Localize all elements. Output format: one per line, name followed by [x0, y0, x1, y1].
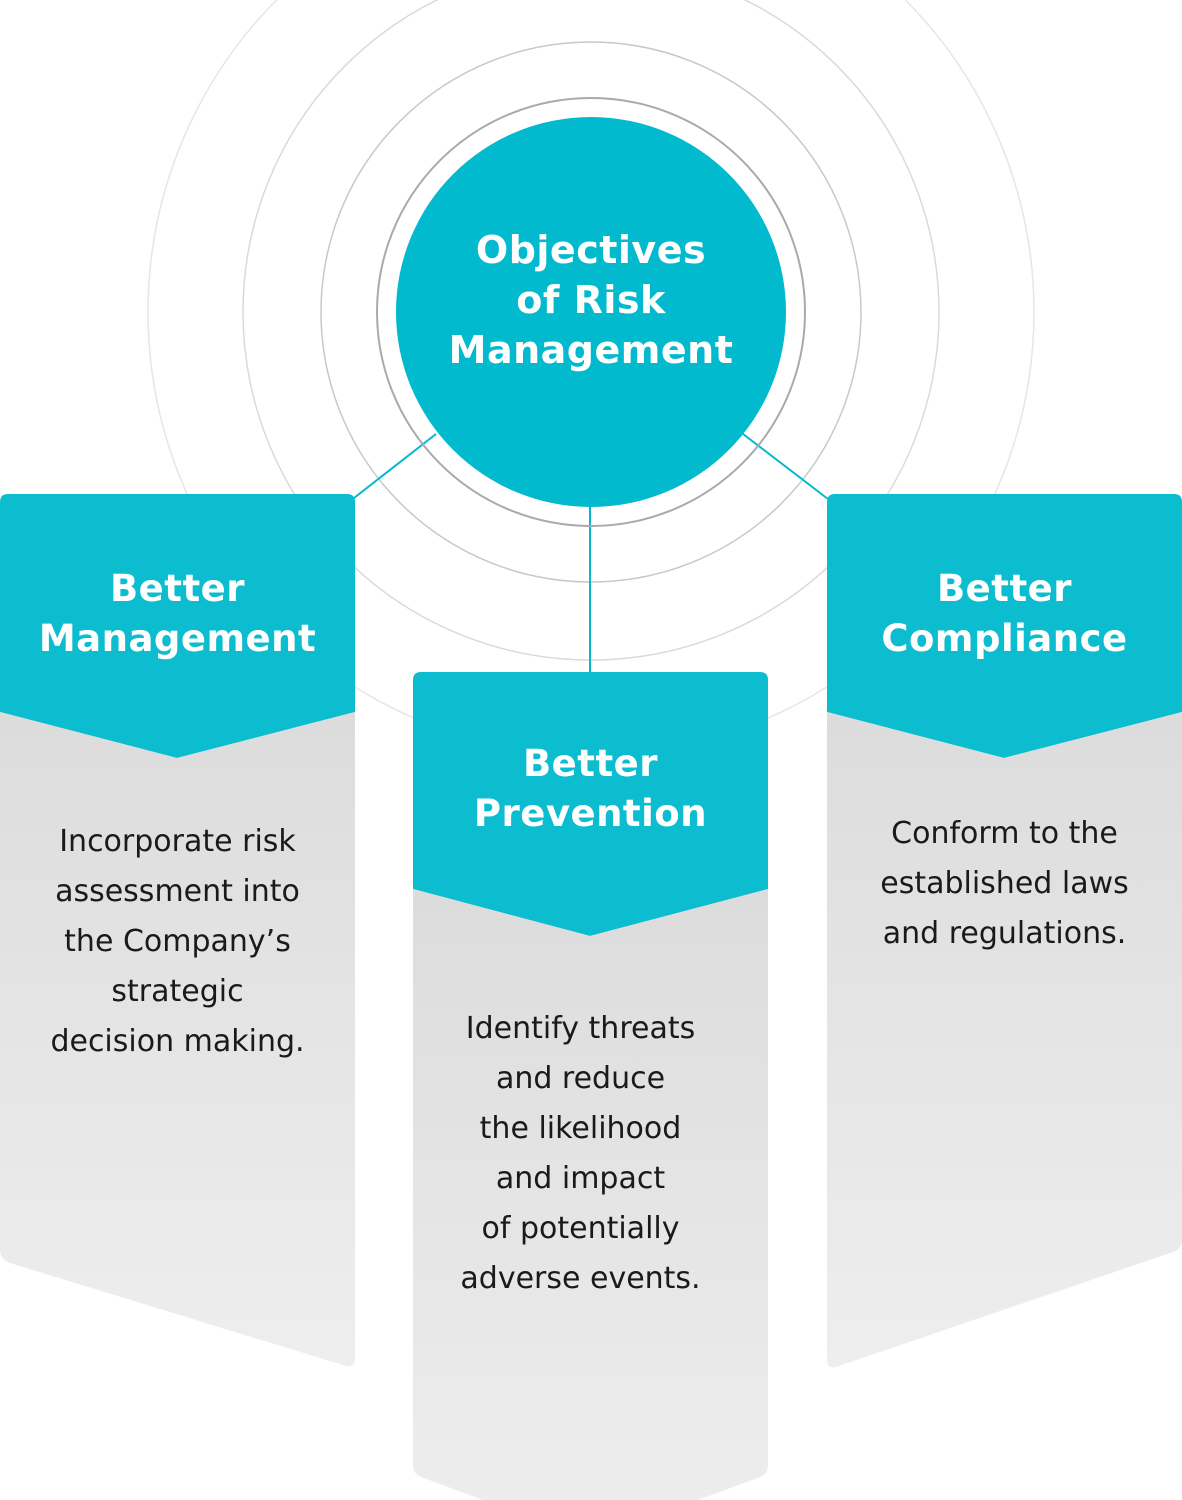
card-title-compliance: Better Compliance [827, 564, 1182, 664]
card-description-line: and reduce [495, 1061, 666, 1096]
card-title-prevention: Better Prevention [413, 739, 768, 839]
card-description-line: Identify threats [465, 1011, 696, 1046]
card-description-line: Incorporate risk [59, 824, 296, 859]
card-description-line: and regulations. [882, 916, 1127, 951]
card-title-management: Better Management [0, 564, 355, 664]
card-title-line: Management [38, 617, 317, 660]
card-description-line: and impact [495, 1161, 666, 1196]
card-description-compliance: Conform to the established laws and regu… [827, 809, 1182, 959]
card-description-line: assessment into [55, 874, 300, 909]
card-description-line: the likelihood [479, 1111, 682, 1146]
card-title-line: Compliance [881, 617, 1128, 660]
card-description-line: adverse events. [460, 1261, 701, 1296]
hub-title: Objectives of Risk Management [396, 225, 786, 375]
card-header-prevention [413, 672, 768, 936]
connector-left [353, 433, 437, 499]
card-body-compliance [827, 712, 1182, 1368]
hub-circle [396, 117, 786, 507]
card-bodies [0, 712, 1182, 1500]
hub-title-line: of Risk [516, 278, 666, 322]
card-description-line: decision making. [50, 1024, 305, 1059]
hub-title-line: Objectives [475, 228, 707, 272]
card-body-prevention [413, 889, 768, 1500]
hub-title-line: Management [448, 328, 734, 372]
card-description-line: of potentially [481, 1211, 680, 1246]
card-title-line: Better [522, 742, 658, 785]
card-body-management [0, 712, 355, 1367]
card-title-line: Prevention [473, 792, 708, 835]
card-title-line: Better [936, 567, 1072, 610]
connector-right [742, 433, 829, 500]
card-description-management: Incorporate risk assessment into the Com… [0, 817, 355, 1067]
card-header-compliance [827, 494, 1182, 758]
card-description-line: the Company’s [64, 924, 291, 959]
card-title-line: Better [109, 567, 245, 610]
card-headers [0, 494, 1182, 936]
card-header-management [0, 494, 355, 758]
card-description-prevention: Identify threats and reduce the likeliho… [403, 1004, 758, 1304]
ring-inner [376, 97, 806, 527]
card-description-line: Conform to the [891, 816, 1118, 851]
card-description-line: established laws [880, 866, 1129, 901]
card-description-line: strategic [111, 974, 244, 1009]
